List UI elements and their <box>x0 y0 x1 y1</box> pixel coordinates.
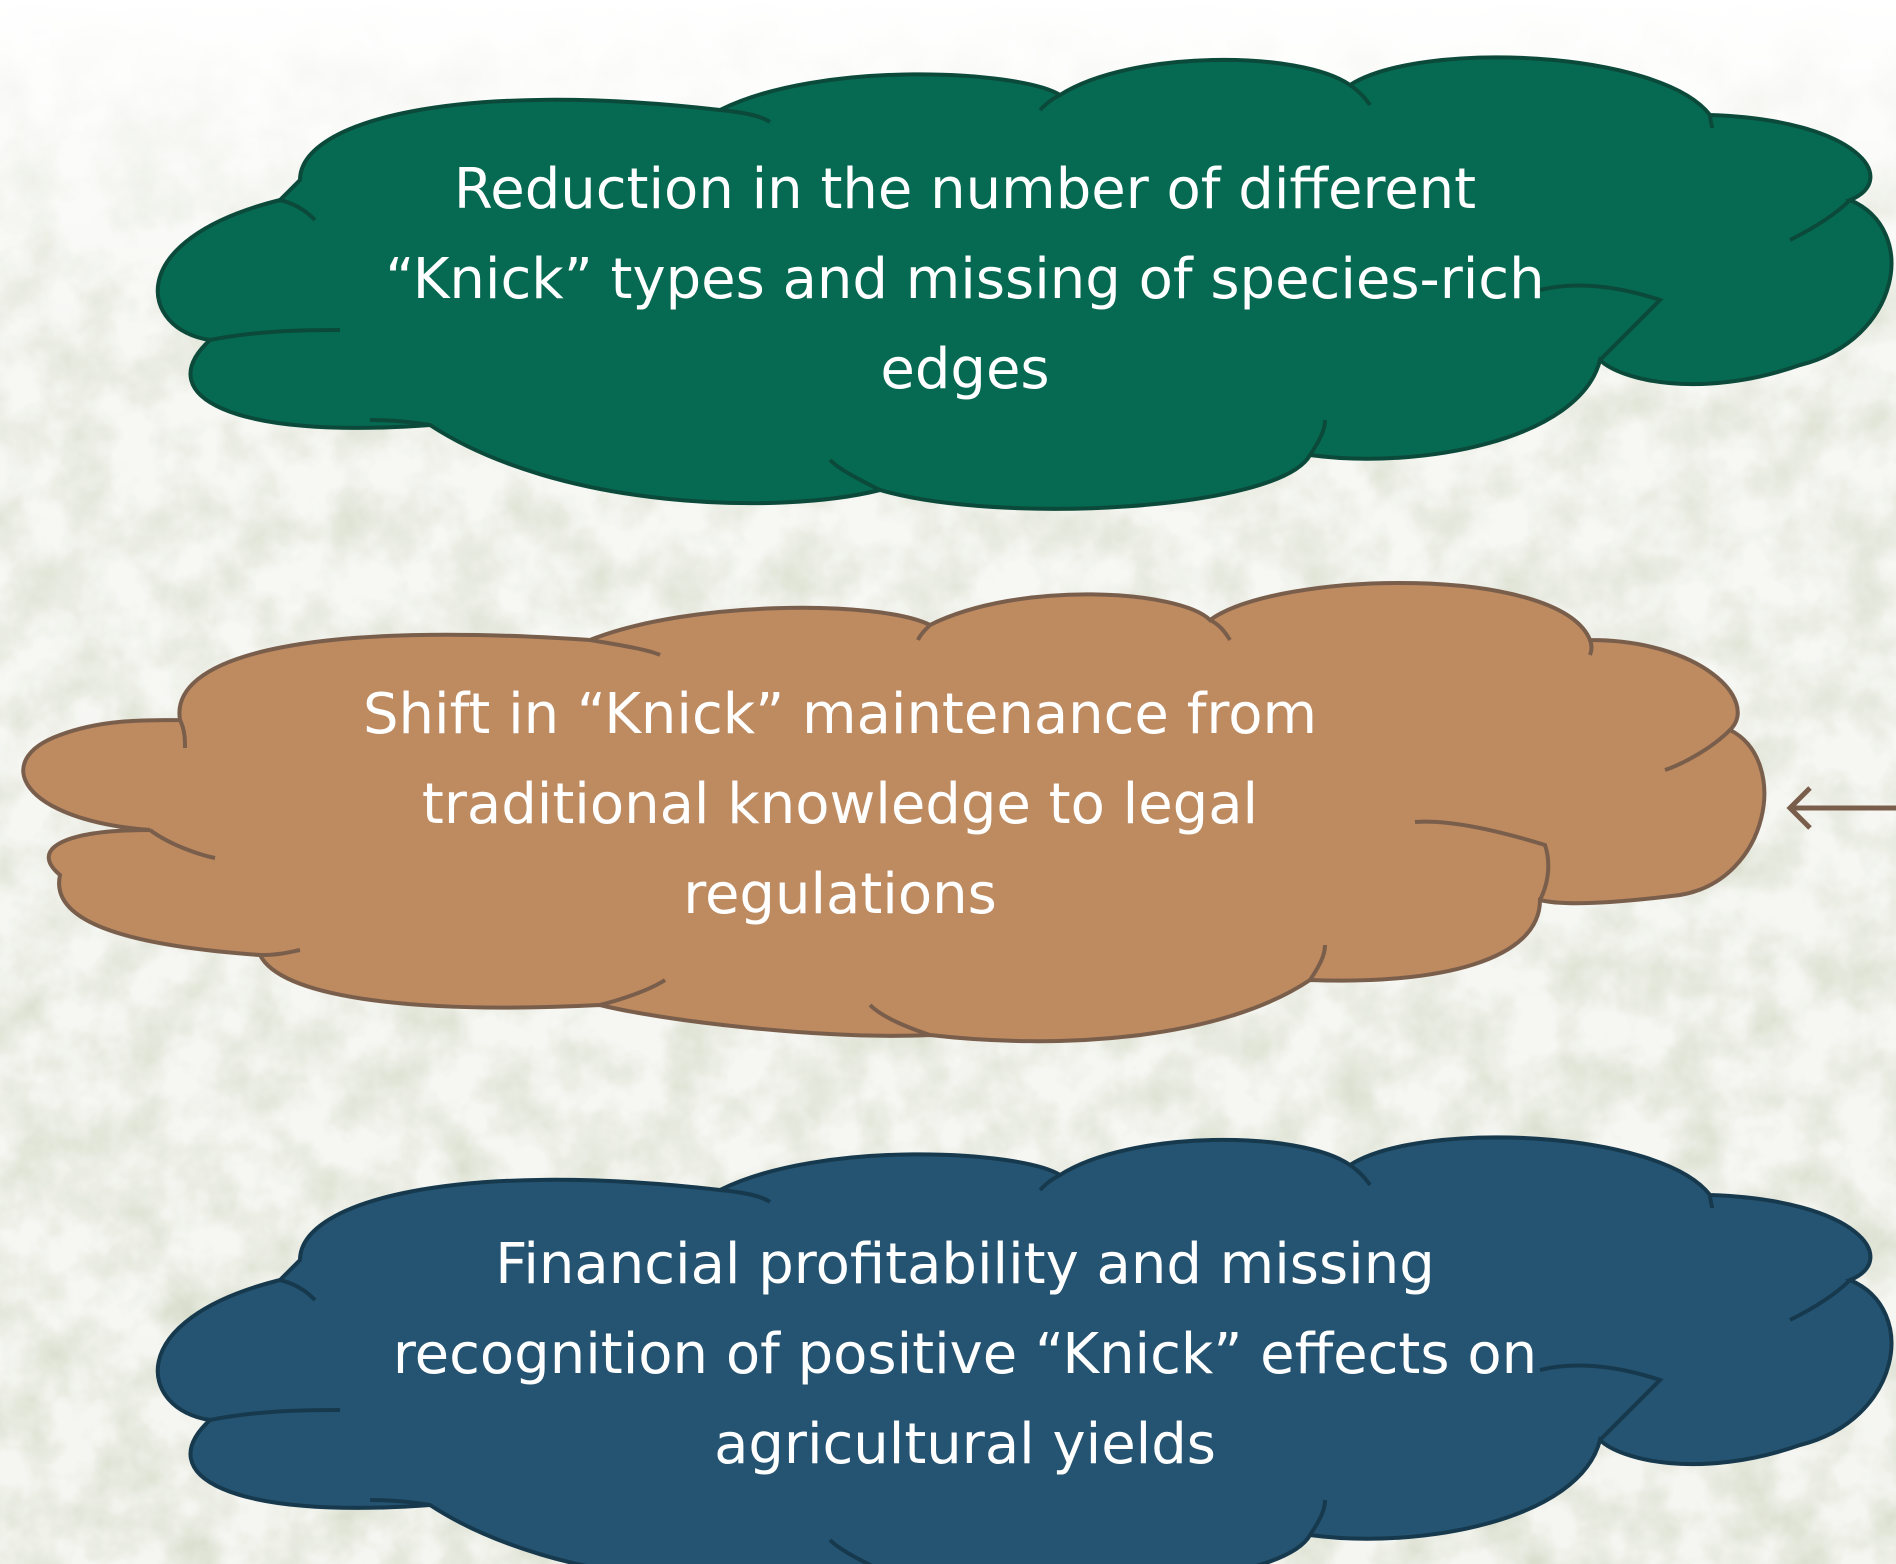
cloud-maintenance-text: Shift in “Knick” maintenance from tradit… <box>362 682 1318 927</box>
cloud-biodiversity-text: Reduction in the number of different “Kn… <box>385 157 1545 402</box>
cloud-biodiversity <box>155 55 1894 511</box>
cloud-maintenance <box>21 580 1767 1044</box>
cloud-economics <box>155 1135 1894 1564</box>
arrow-left-icon <box>1786 786 1896 830</box>
cloud-economics-text: Financial profitability and missing reco… <box>392 1232 1538 1477</box>
